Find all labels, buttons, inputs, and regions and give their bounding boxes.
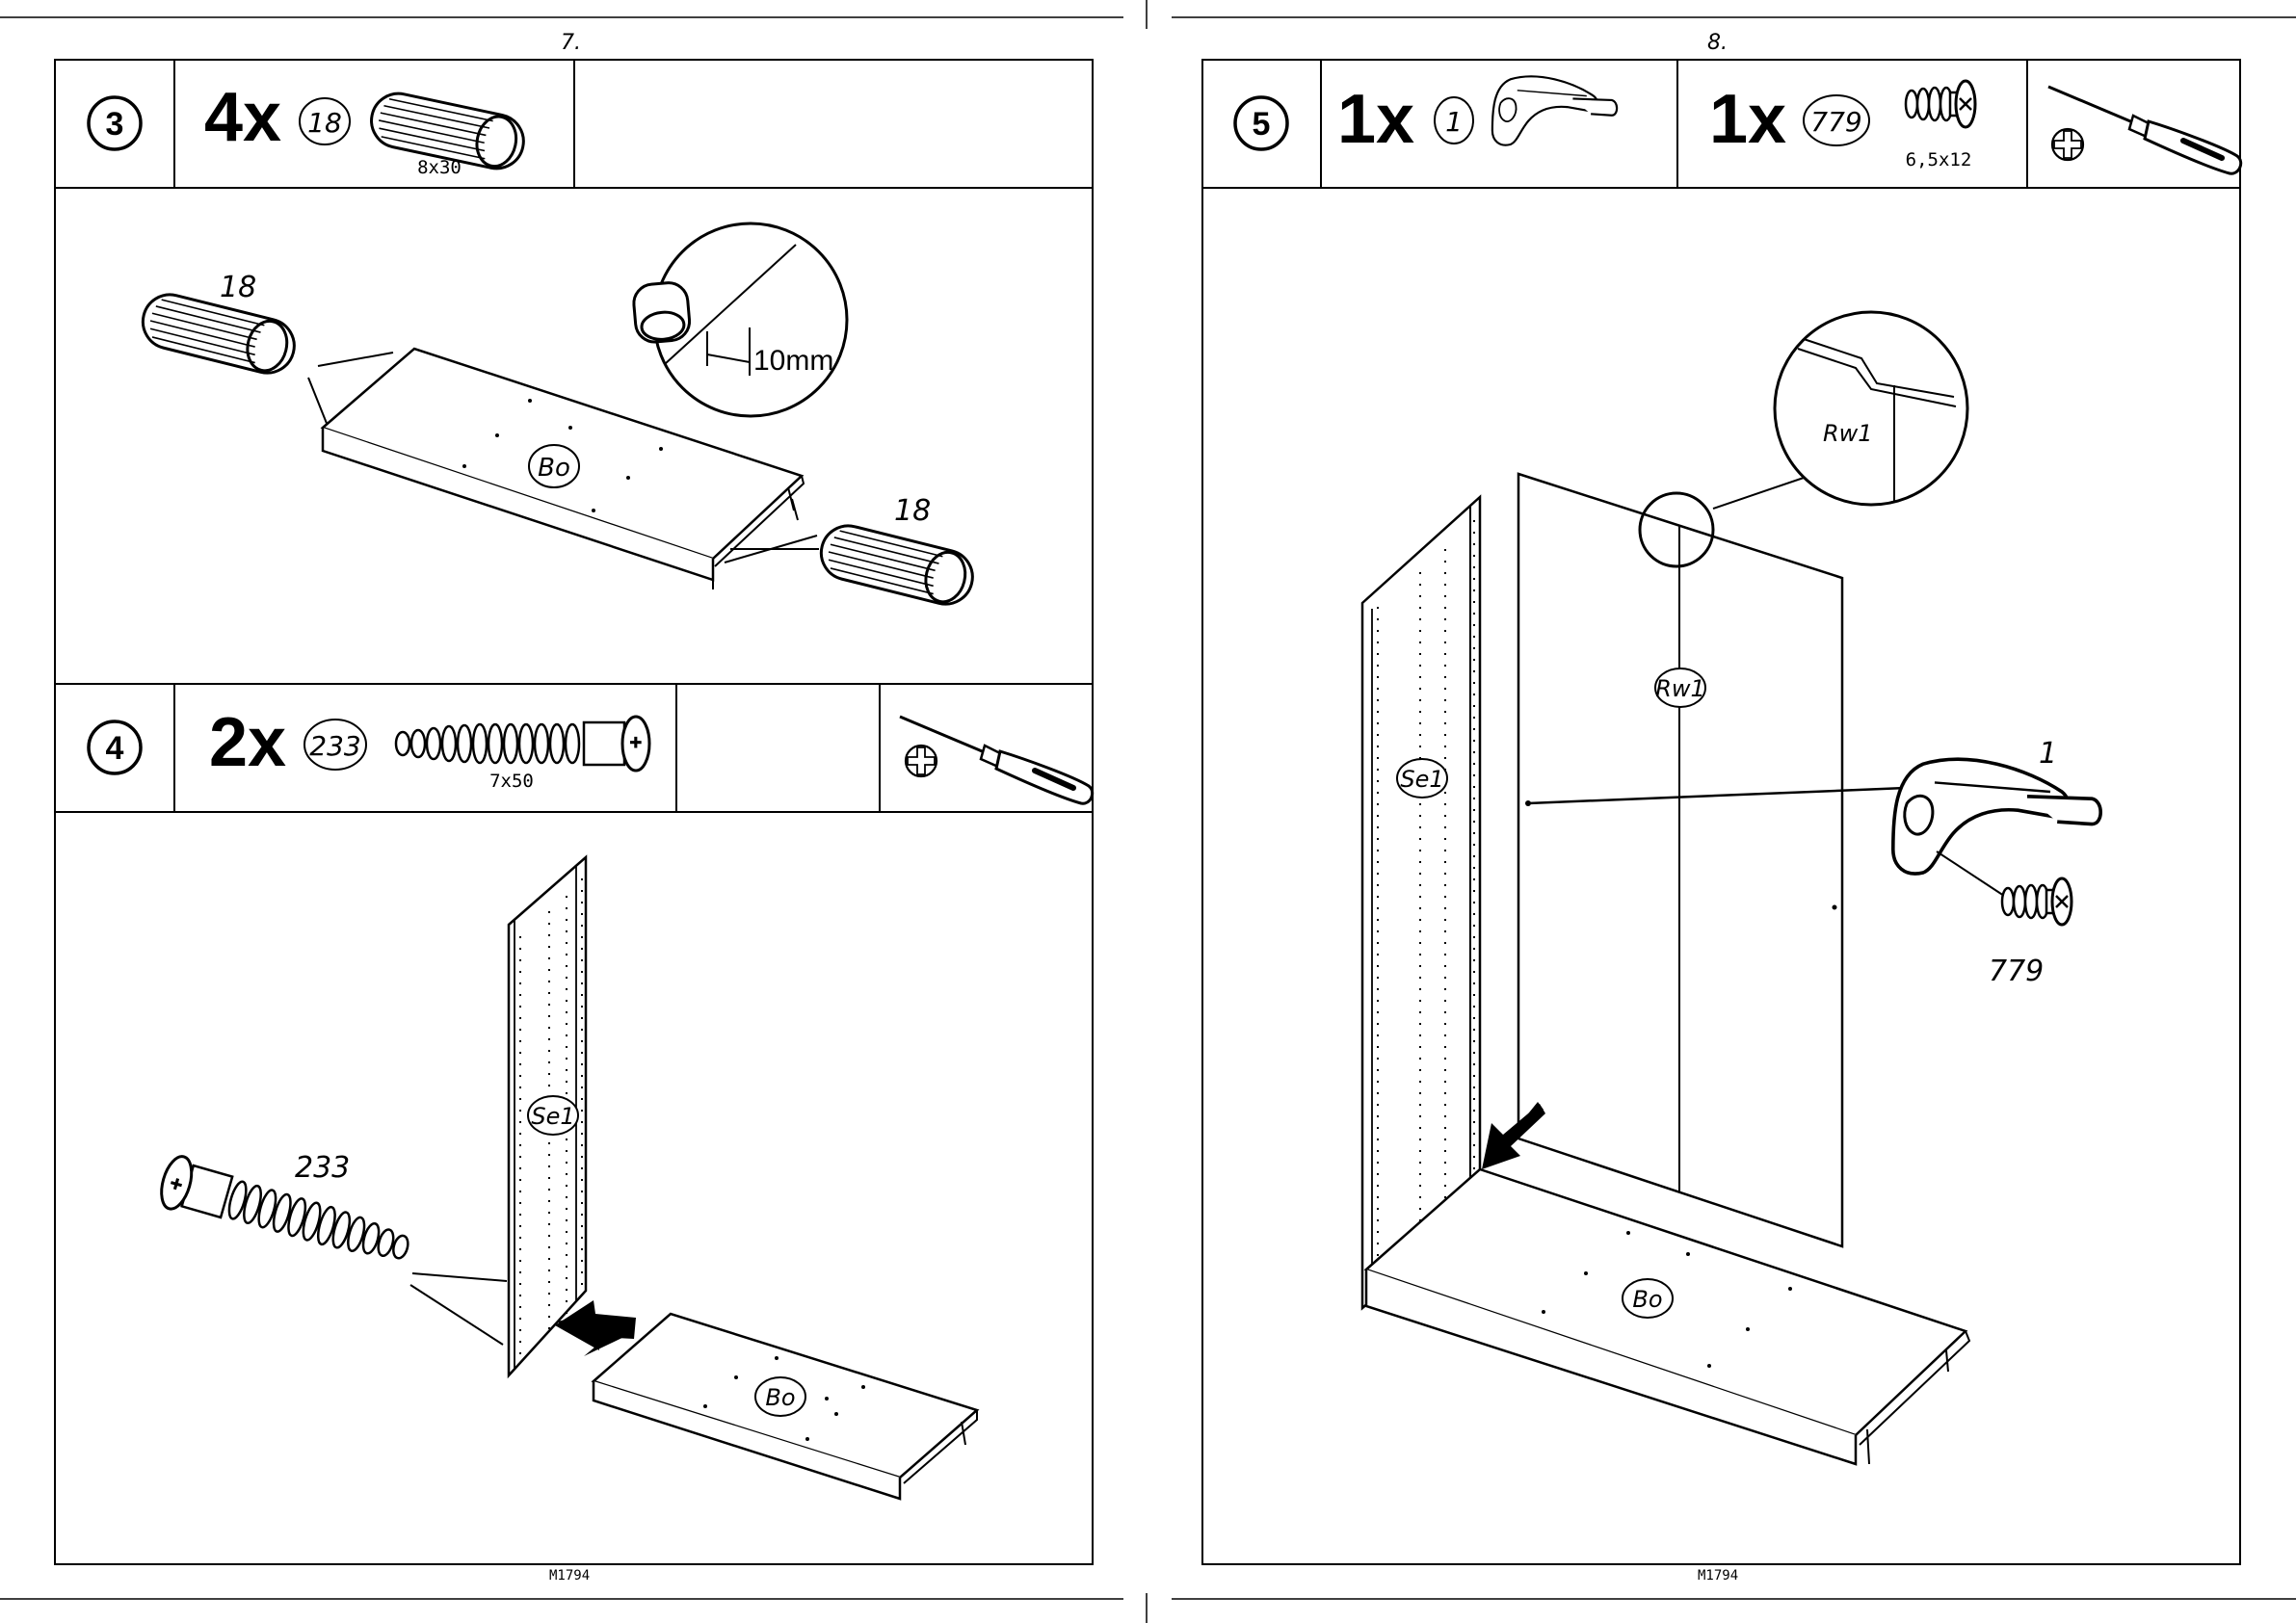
step3-part-id: 18 — [307, 107, 342, 139]
screw-icon — [395, 717, 649, 771]
step5-illustration: Rw1 Rw1 Se1 Bo — [1362, 312, 2100, 1464]
step5-callout-b: 779 — [1989, 955, 2044, 988]
step3-number: 3 — [106, 106, 124, 143]
step5-quantity-a: 1x — [1337, 81, 1414, 158]
phillips-tip-icon — [2052, 129, 2083, 160]
step5-callout-a: 1 — [2039, 737, 2057, 771]
screwdriver-icon — [2048, 87, 2241, 173]
step5-side-panel-label: Se1 — [1400, 766, 1443, 793]
step3-callout-right: 18 — [894, 494, 931, 528]
step4-part-id: 233 — [309, 730, 360, 762]
screw-icon — [2002, 878, 2072, 925]
step5-detail-label: Rw1 — [1823, 420, 1873, 447]
step3-part-size: 8x30 — [417, 157, 462, 178]
left-page-frame — [55, 60, 1093, 1564]
step5-part-b-size: 6,5x12 — [1906, 149, 1972, 170]
screw-icon — [1906, 81, 1975, 127]
step5-number: 5 — [1253, 106, 1271, 143]
step3-quantity: 4x — [204, 79, 281, 156]
step3-callout-left: 18 — [220, 271, 256, 304]
screw-icon — [156, 1153, 415, 1275]
step3-illustration: 18 Bo 18 10mm — [137, 223, 978, 610]
bracket-icon — [1893, 759, 2100, 874]
step4-callout: 233 — [295, 1151, 350, 1185]
step5-part-a-id: 1 — [1445, 106, 1463, 138]
step3-panel-label: Bo — [538, 454, 570, 483]
bracket-icon — [1492, 76, 1617, 144]
step4-number: 4 — [106, 730, 124, 767]
step5-quantity-b: 1x — [1709, 81, 1786, 158]
step4-bottom-panel-label: Bo — [765, 1384, 795, 1411]
step4-side-panel-label: Se1 — [531, 1103, 574, 1130]
step5-bottom-panel-label: Bo — [1632, 1286, 1662, 1313]
dowel-icon — [815, 520, 978, 610]
step4-illustration: Se1 233 Bo — [156, 857, 977, 1499]
step4-quantity: 2x — [209, 704, 286, 781]
step4-part-size: 7x50 — [489, 771, 534, 792]
step5-part-b-id: 779 — [1810, 106, 1861, 138]
step3-detail-measure: 10mm — [753, 345, 833, 377]
phillips-tip-icon — [906, 746, 937, 776]
step3-header: 3 4x 18 8x30 — [89, 79, 529, 178]
step5-back-panel-label: Rw1 — [1655, 675, 1705, 702]
step5-header: 5 1x 1 1x 779 6,5x12 — [1235, 76, 2241, 173]
dowel-icon — [137, 289, 300, 379]
step4-header: 4 2x 233 7x50 — [89, 704, 1093, 803]
